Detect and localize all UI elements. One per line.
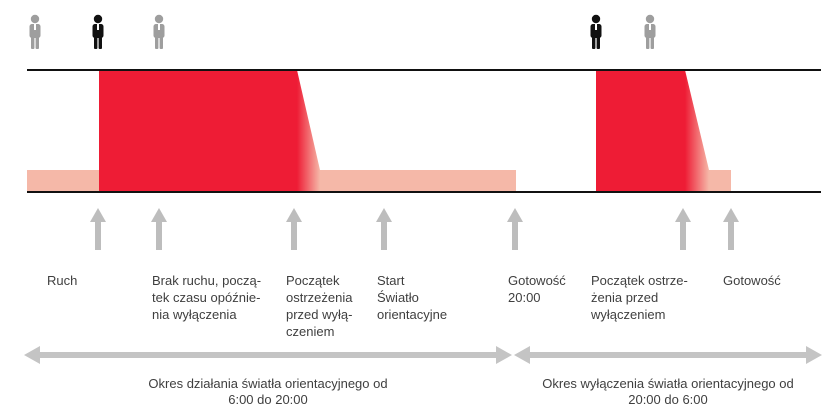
- person-silhouette-icon: [153, 14, 165, 49]
- event-label-shutdown-warning-start-2: Początek ostrze- żenia przed wyłączeniem: [591, 273, 688, 322]
- warning-fade-segment-1: [297, 70, 320, 192]
- up-arrow-icon: [507, 208, 523, 250]
- double-headed-arrow-icon: [24, 346, 512, 364]
- period-arrow-daytime: [24, 346, 512, 364]
- night-light-segment-left: [27, 170, 99, 192]
- up-arrow-icon: [675, 208, 691, 250]
- night-light-segment-middle: [320, 170, 516, 192]
- up-arrow-icon: [151, 208, 167, 250]
- full-light-segment-1: [99, 70, 297, 192]
- night-light-segment-right: [709, 170, 731, 192]
- person-silhouette-icon: [644, 14, 656, 49]
- person-silhouette-icon: [29, 14, 41, 49]
- up-arrow-icon: [90, 208, 106, 250]
- double-headed-arrow-icon: [514, 346, 822, 364]
- event-label-shutdown-warning-start: Początek ostrzeżenia przed wyłą- czeniem: [286, 273, 353, 339]
- event-label-standby-2000: Gotowość 20:00: [508, 273, 566, 305]
- person-silhouette-icon: [590, 14, 602, 49]
- event-label-standby: Gotowość: [723, 273, 781, 288]
- light-level-bands: [27, 70, 731, 192]
- period-label-night: Okres wyłączenia światła orientacyjnego …: [542, 376, 794, 407]
- full-light-segment-2: [596, 70, 685, 192]
- up-arrow-icon: [723, 208, 739, 250]
- up-arrow-icon: [376, 208, 392, 250]
- up-arrow-icon: [286, 208, 302, 250]
- period-label-daytime: Okres działania światła orientacyjnego o…: [148, 376, 388, 407]
- event-label-no-motion-delay-start: Brak ruchu, począ- tek czasu opóźnie- ni…: [152, 273, 262, 322]
- period-arrow-night: [514, 346, 822, 364]
- event-label-night-light-start: Start Światło orientacyjne: [377, 273, 448, 322]
- event-label-motion: Ruch: [47, 273, 78, 288]
- person-silhouette-icon: [92, 14, 104, 49]
- warning-fade-segment-2: [685, 70, 709, 192]
